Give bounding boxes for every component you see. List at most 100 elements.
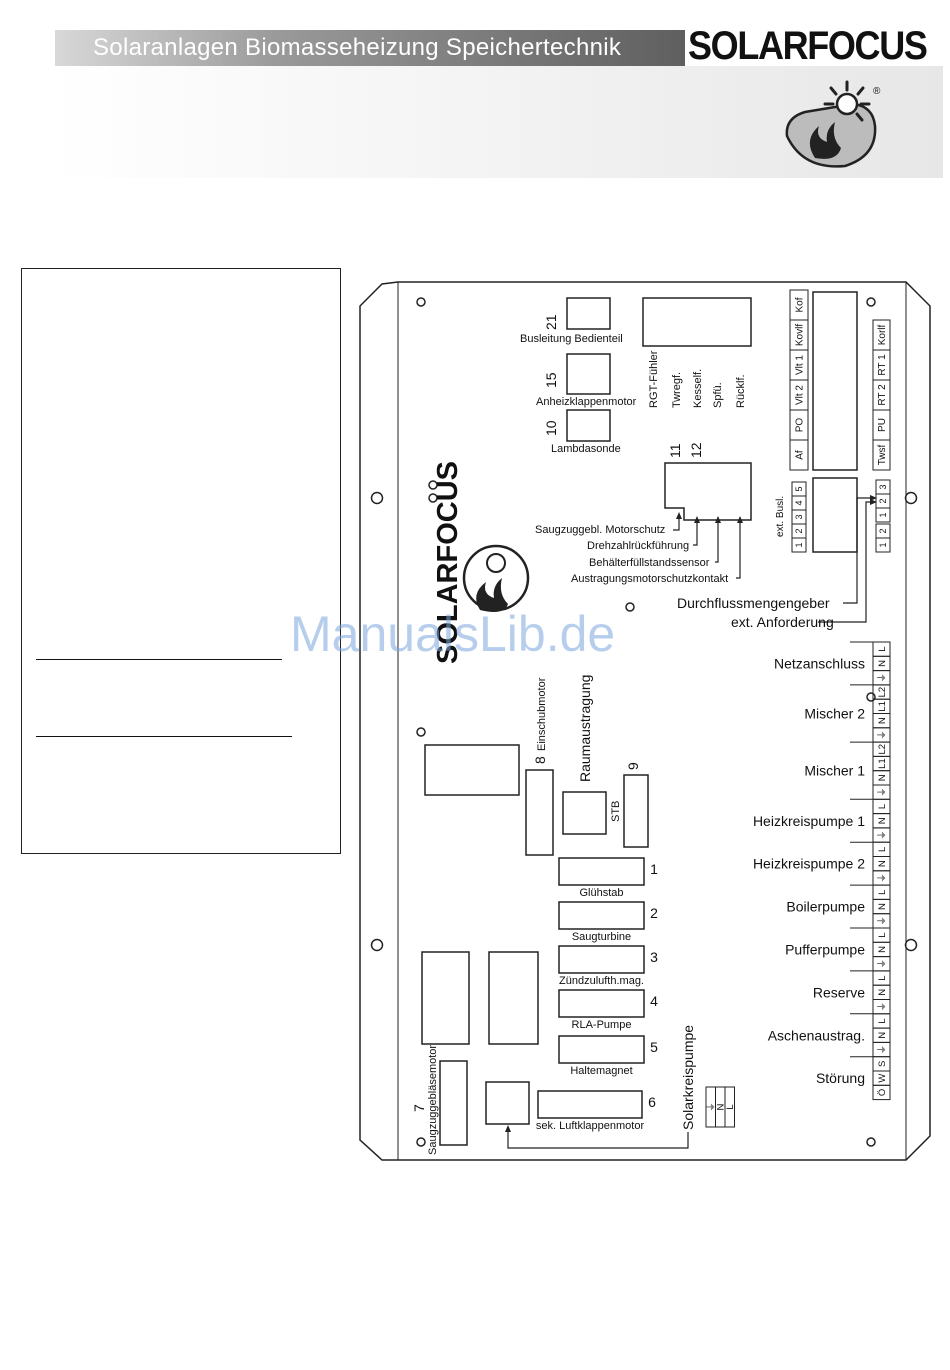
- saugzug-label: Saugzuggebläsemotor: [427, 1045, 439, 1155]
- connector-21-num: 21: [543, 314, 559, 330]
- power-terminal-label: N: [877, 660, 888, 667]
- bus-pin-r-label: 1: [878, 542, 888, 547]
- relay-num: 4: [650, 993, 658, 1009]
- bus-pin-label: 5: [794, 486, 804, 491]
- connector-21-label: Busleitung Bedienteil: [520, 333, 623, 345]
- power-terminal-label: ⏚: [877, 730, 888, 740]
- output-label: Reserve: [813, 984, 865, 1000]
- bus-pin-label: 2: [794, 528, 804, 533]
- output-label: Netzanschluss: [774, 655, 865, 671]
- arrow-label-drehzahl: Drehzahlrückführung: [587, 540, 689, 552]
- top-terminal-label: Vlt 1: [795, 355, 806, 375]
- solar-terminal-label: L: [725, 1104, 736, 1109]
- top-terminal-label: Vlt 2: [795, 385, 806, 405]
- power-terminal-label: N: [877, 903, 888, 910]
- relay-block-top: [812, 291, 858, 471]
- board-outline: [359, 281, 931, 1161]
- bus-pin-label: 1: [794, 542, 804, 547]
- sensor-twregf-label: Twregf.: [671, 372, 683, 408]
- output-label: Störung: [816, 1070, 865, 1086]
- relay-box-6: [537, 1090, 643, 1119]
- einschub-num: 8: [532, 756, 548, 764]
- relay-labels: Glühstab1Saugturbine2Zündzulufth.mag.3RL…: [536, 861, 658, 1132]
- solar-label: Solarkreispumpe: [680, 1025, 696, 1130]
- bus-pin-label: 3: [794, 514, 804, 519]
- right-terminal-label: Twsf: [877, 445, 888, 466]
- flow-label-durchfluss: Durchflussmengengeber: [677, 595, 830, 611]
- power-terminal-label: ⏚: [877, 1002, 888, 1012]
- connector-10-label: Lambdasonde: [551, 443, 621, 455]
- terminal-11-num: 11: [667, 443, 683, 458]
- arrow-heads: [505, 495, 877, 1132]
- board-logo: SOLARFOCUS: [432, 461, 530, 664]
- note-line-1: [36, 659, 282, 660]
- watermark: ManualsLib.de: [290, 606, 616, 662]
- connector-10: [566, 409, 611, 442]
- relay-label: Zündzulufth.mag.: [559, 975, 644, 987]
- top-connector-labels: 21 Busleitung Bedienteil 15 Anheizklappe…: [520, 314, 637, 455]
- solar-terminal-label: ⏚: [706, 1102, 717, 1112]
- einschub-label: Einschubmotor: [536, 677, 548, 751]
- stb-block: [562, 791, 607, 835]
- output-label: Mischer 1: [804, 763, 865, 779]
- power-terminal-label: L: [877, 847, 888, 852]
- power-terminal-label: ⏚: [877, 1045, 888, 1055]
- power-terminal-label: L: [877, 804, 888, 809]
- relay-num: 3: [650, 949, 658, 965]
- bus-pin-label: 4: [794, 500, 804, 505]
- right-terminal-label: PU: [877, 418, 888, 432]
- output-label: Boilerpumpe: [786, 899, 865, 915]
- top-terminal-label: Af: [795, 450, 806, 460]
- relay-box-4: [558, 989, 645, 1018]
- board-brand: SOLARFOCUS: [432, 461, 464, 664]
- power-terminal-label: L2: [877, 744, 888, 755]
- power-terminal-label: Ö: [877, 1089, 888, 1096]
- bus-label: ext. Busl.: [775, 496, 786, 537]
- power-terminal-label: N: [877, 817, 888, 824]
- stb-label: STB: [610, 801, 622, 822]
- power-terminal-label: L1: [877, 701, 888, 712]
- relay-label: RLA-Pumpe: [572, 1019, 632, 1031]
- power-terminal-label: W: [877, 1074, 888, 1083]
- power-terminal-label: S: [877, 1061, 888, 1067]
- connector-15-num: 15: [543, 372, 559, 388]
- power-terminal-label: ⏚: [877, 959, 888, 969]
- output-label: Aschenaustrag.: [768, 1027, 865, 1043]
- power-terminal-label: ⏚: [877, 787, 888, 797]
- notes-box: [21, 268, 341, 854]
- sensor-connector: [642, 297, 752, 347]
- sensor-rucklf-label: Rücklf.: [735, 374, 747, 408]
- relay-block-left: [424, 744, 520, 796]
- lower-labels: 8 Einschubmotor Raumaustragung 9 STB: [532, 675, 641, 822]
- right-terminal-label: Korlf: [877, 324, 888, 345]
- arrow-label-motorschutz: Saugzuggebl. Motorschutz: [535, 524, 665, 536]
- arrow-labels: Saugzuggebl. Motorschutz Drehzahlrückfüh…: [535, 524, 834, 630]
- connector-15: [566, 353, 611, 395]
- brand-logo-text: SOLARFOCUS: [688, 24, 928, 68]
- power-terminal-label: N: [877, 946, 888, 953]
- output-label: Pufferpumpe: [785, 941, 865, 957]
- power-terminal-label: L: [877, 647, 888, 652]
- mounting-holes: [370, 297, 918, 1147]
- bus-pin-r-label: 2: [878, 498, 888, 503]
- solar-terminal-strip: ⏚NL: [705, 1086, 736, 1128]
- saugzug-num: 7: [411, 1104, 427, 1112]
- relay-block-bus: [812, 477, 858, 553]
- right-terminal-cell: [872, 319, 891, 351]
- connector-7: [439, 1060, 468, 1146]
- top-terminal-label: PO: [795, 418, 806, 433]
- relay-label: Glühstab: [579, 887, 623, 899]
- solar-pump-box: [485, 1081, 530, 1125]
- bus-pin-strip: 1 2 3 4 5: [791, 481, 807, 553]
- connector-11-12: [664, 462, 752, 521]
- power-terminal-label: N: [877, 774, 888, 781]
- bus-pin-r-cell: [875, 479, 891, 495]
- solar-terminal-cell: [724, 1086, 735, 1128]
- power-terminal-label: L: [877, 933, 888, 938]
- power-terminal-label: ⏚: [877, 873, 888, 883]
- connector-10-num: 10: [543, 420, 559, 436]
